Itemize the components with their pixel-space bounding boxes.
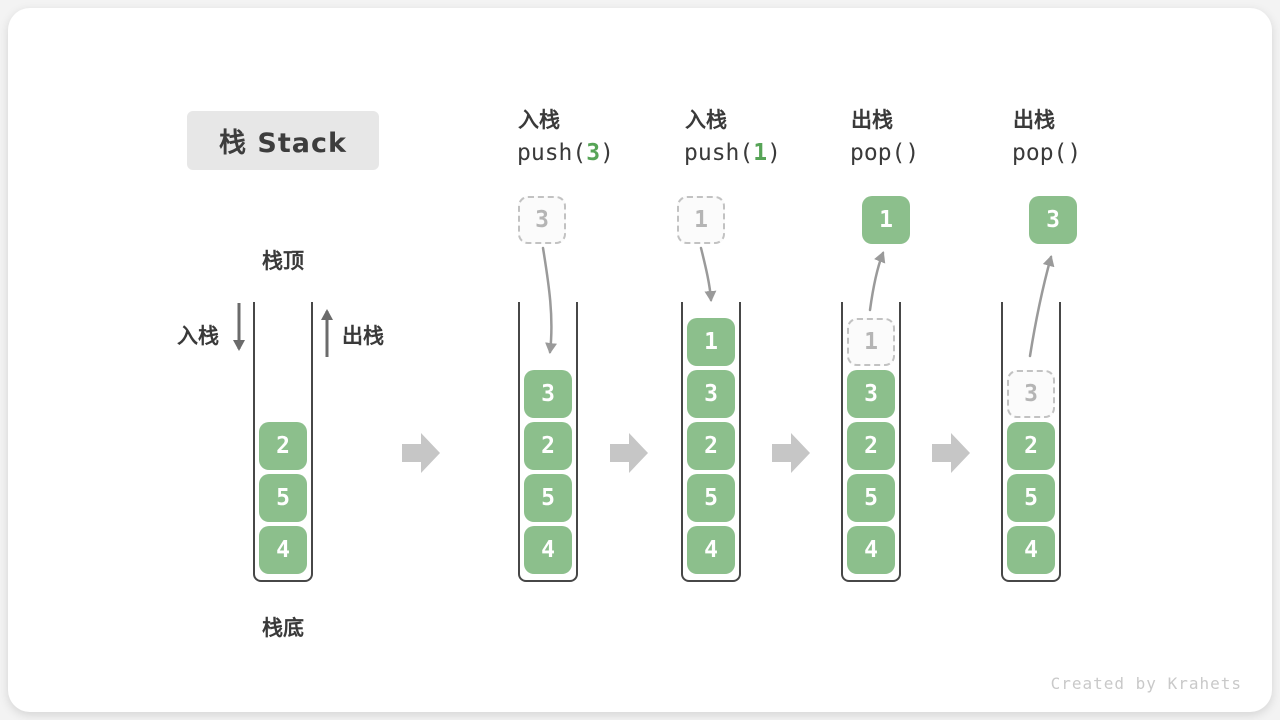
- op2-code-label: push(1): [684, 140, 781, 166]
- floating-value-pop-1: 1: [862, 196, 910, 244]
- diagram-title: 栈 Stack: [187, 111, 379, 170]
- stack4-block: 5: [847, 474, 895, 522]
- stack1-block: 5: [259, 474, 307, 522]
- stack4-block: 4: [847, 526, 895, 574]
- stack5-block: 4: [1007, 526, 1055, 574]
- op2-code-pre: push(: [684, 140, 754, 166]
- stack3-block: 4: [687, 526, 735, 574]
- floating-value-push-1: 1: [677, 196, 725, 244]
- stack3-block: 2: [687, 422, 735, 470]
- stack5-ghost-block: 3: [1007, 370, 1055, 418]
- stack-container-4: 1 3 2 5 4: [841, 302, 901, 582]
- stack-container-3: 1 3 2 5 4: [681, 302, 741, 582]
- stack5-block: 2: [1007, 422, 1055, 470]
- step-arrow-icon: [772, 433, 810, 473]
- op2-code-post: ): [767, 140, 781, 166]
- push1-curve-arrow-icon: [699, 246, 717, 302]
- stack3-block: 5: [687, 474, 735, 522]
- stack4-block: 3: [847, 370, 895, 418]
- floating-value-push-3: 3: [518, 196, 566, 244]
- step-arrow-icon: [932, 433, 970, 473]
- stack-container-5: 3 2 5 4: [1001, 302, 1061, 582]
- stack2-block: 5: [524, 474, 572, 522]
- stack-bottom-label: 栈底: [262, 616, 304, 640]
- op3-code-pre: pop(: [850, 140, 906, 166]
- push-direction-label: 入栈: [177, 324, 219, 348]
- op3-code-label: pop(): [850, 140, 919, 166]
- stack4-ghost-block: 1: [847, 318, 895, 366]
- op4-code-pre: pop(: [1012, 140, 1068, 166]
- pop-direction-label: 出栈: [342, 324, 384, 348]
- stack-container-1: 2 5 4: [253, 302, 313, 582]
- op2-name-label: 入栈: [685, 108, 727, 132]
- op1-code-post: ): [600, 140, 614, 166]
- op4-name-label: 出栈: [1013, 108, 1055, 132]
- step-arrow-icon: [610, 433, 648, 473]
- stack4-block: 2: [847, 422, 895, 470]
- stack5-block: 5: [1007, 474, 1055, 522]
- op4-code-label: pop(): [1012, 140, 1081, 166]
- stack2-block: 2: [524, 422, 572, 470]
- stack2-block: 3: [524, 370, 572, 418]
- stack1-block: 4: [259, 526, 307, 574]
- floating-value-pop-3: 3: [1029, 196, 1077, 244]
- stack3-block: 1: [687, 318, 735, 366]
- step-arrow-icon: [402, 433, 440, 473]
- op3-name-label: 出栈: [851, 108, 893, 132]
- watermark: Created by Krahets: [1050, 674, 1242, 693]
- stack3-block: 3: [687, 370, 735, 418]
- op1-code-arg: 3: [586, 140, 601, 166]
- stack1-block: 2: [259, 422, 307, 470]
- op2-code-arg: 1: [753, 140, 768, 166]
- stack-top-label: 栈顶: [262, 249, 304, 273]
- op1-code-label: push(3): [517, 140, 614, 166]
- op1-code-pre: push(: [517, 140, 587, 166]
- op4-code-post: ): [1067, 140, 1082, 166]
- op3-code-post: ): [905, 140, 920, 166]
- stack-container-2: 3 2 5 4: [518, 302, 578, 582]
- op1-name-label: 入栈: [518, 108, 560, 132]
- stack2-block: 4: [524, 526, 572, 574]
